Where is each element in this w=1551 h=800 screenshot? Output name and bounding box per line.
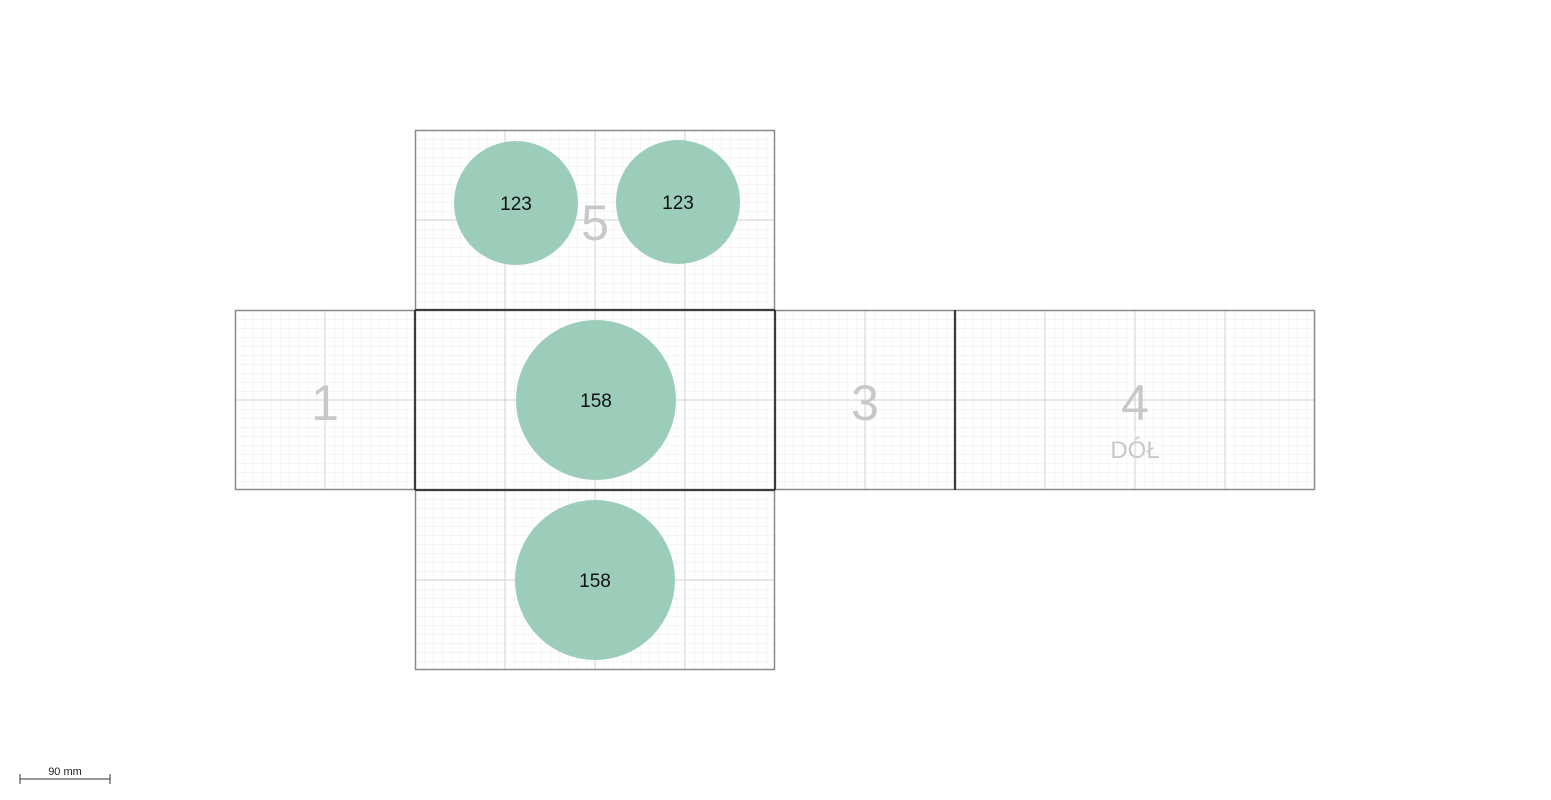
- fold-lines: [414, 309, 956, 491]
- circle-label: 158: [580, 391, 612, 412]
- circle-item[interactable]: 123: [454, 141, 578, 265]
- circle-label: 123: [662, 193, 694, 214]
- panel-sublabel: DÓŁ: [1110, 437, 1159, 464]
- panel-number: 4: [1121, 375, 1149, 431]
- panel-number: 5: [581, 195, 609, 251]
- circle-item[interactable]: 158: [516, 320, 676, 480]
- circle-label: 158: [579, 571, 611, 592]
- circle-label: 123: [500, 194, 532, 215]
- circle-item[interactable]: 123: [616, 140, 740, 264]
- circles-layer: 123 123 158 158: [454, 140, 740, 660]
- scale-bar: 90 mm: [19, 766, 111, 784]
- circle-shape[interactable]: [516, 320, 676, 480]
- circle-shape[interactable]: [454, 141, 578, 265]
- circle-shape[interactable]: [616, 140, 740, 264]
- circle-shape[interactable]: [515, 500, 675, 660]
- circle-item[interactable]: 158: [515, 500, 675, 660]
- panel-number: 1: [311, 375, 339, 431]
- panel-1: 1: [234, 309, 416, 491]
- panel-number: 3: [851, 375, 879, 431]
- scale-bar-label: 90 mm: [48, 766, 82, 778]
- panel-3: 3: [774, 309, 956, 491]
